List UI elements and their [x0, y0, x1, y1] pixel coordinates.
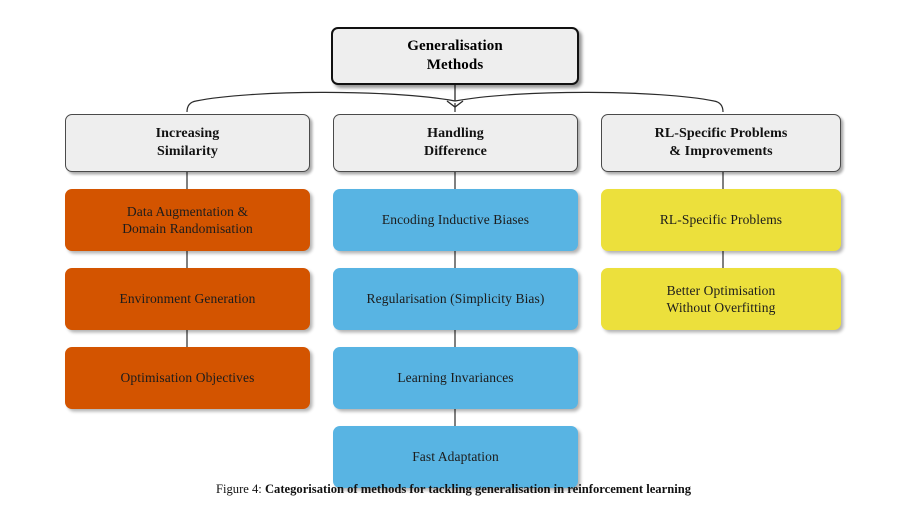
connector-root-to-col-0 [186, 91, 456, 113]
figure-caption-text: Categorisation of methods for tackling g… [264, 482, 692, 496]
node-item-encoding-inductive-biases[interactable]: Encoding Inductive Biases [333, 189, 578, 251]
node-item-fast-adaptation[interactable]: Fast Adaptation [333, 426, 578, 488]
node-item-better-optimisation-without-overfitting[interactable]: Better Optimisation Without Overfitting [601, 268, 841, 330]
node-item-learning-invariances[interactable]: Learning Invariances [333, 347, 578, 409]
node-item-environment-generation[interactable]: Environment Generation [65, 268, 310, 330]
node-header-handling-difference[interactable]: Handling Difference [333, 114, 578, 172]
figure-caption-label: Figure 4: [215, 482, 262, 496]
node-item-rl-specific-problems[interactable]: RL-Specific Problems [601, 189, 841, 251]
node-header-rl-specific-problems-improvements[interactable]: RL-Specific Problems & Improvements [601, 114, 841, 172]
node-item-optimisation-objectives[interactable]: Optimisation Objectives [65, 347, 310, 409]
figure-caption: Figure 4: Categorisation of methods for … [0, 482, 907, 497]
connector-root-junction [446, 100, 464, 108]
node-item-regularisation-simplicity-bias[interactable]: Regularisation (Simplicity Bias) [333, 268, 578, 330]
node-item-data-augmentation-domain-randomisation[interactable]: Data Augmentation & Domain Randomisation [65, 189, 310, 251]
node-header-increasing-similarity[interactable]: Increasing Similarity [65, 114, 310, 172]
node-root[interactable]: Generalisation Methods [331, 27, 579, 85]
connector-root-to-col-2 [454, 91, 724, 113]
